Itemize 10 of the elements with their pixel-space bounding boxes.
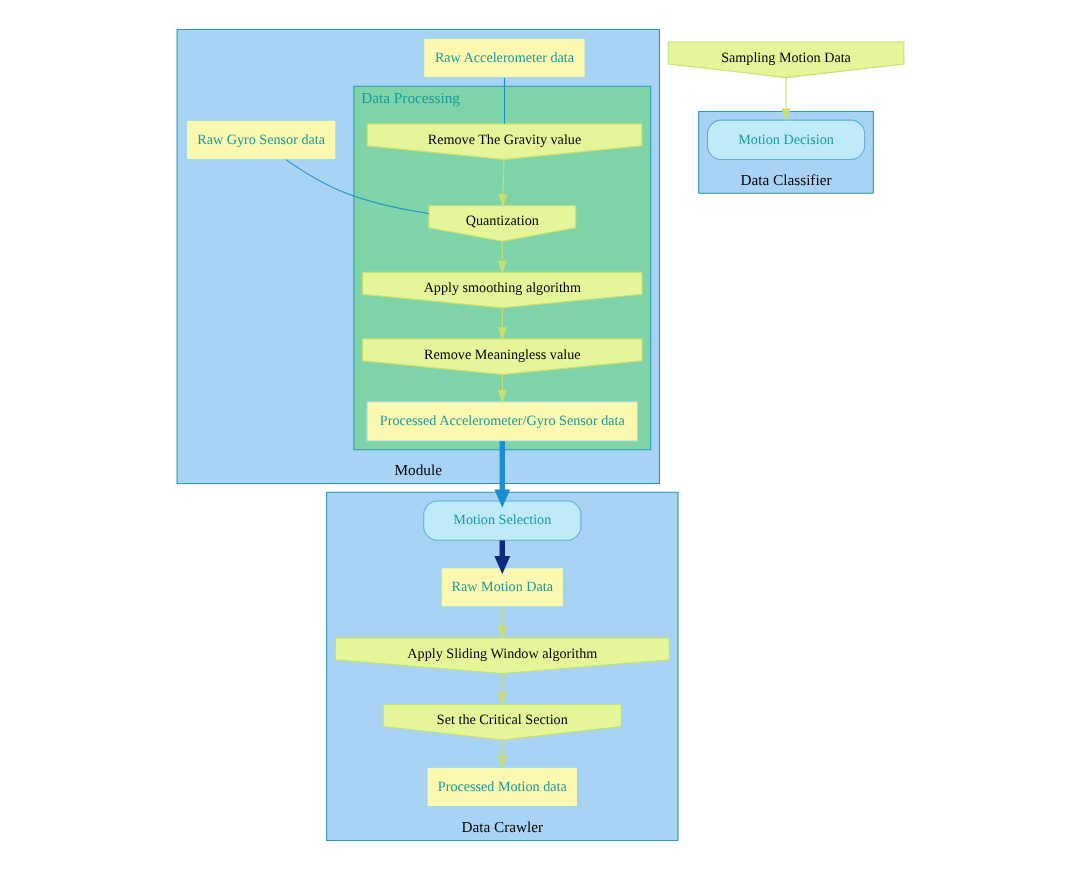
arrow (494, 441, 511, 508)
arrow (497, 240, 507, 274)
arrow (497, 307, 507, 341)
connector (503, 77, 506, 125)
arrow (497, 673, 507, 707)
arrow (494, 540, 511, 575)
arrow (781, 77, 791, 122)
arrow (498, 159, 508, 208)
connector (285, 159, 430, 215)
arrow (497, 606, 507, 640)
